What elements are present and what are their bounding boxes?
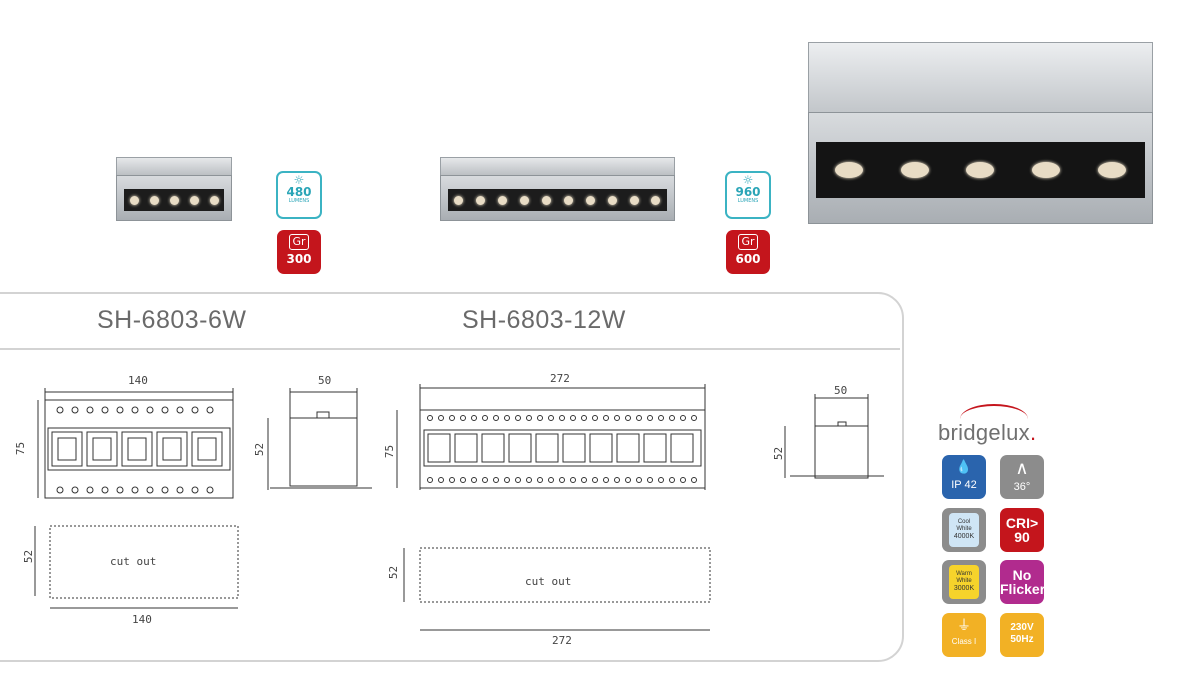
cutout-label-6w: cut out: [110, 555, 157, 568]
brand-logo: bridgelux.: [938, 420, 1037, 445]
no-flicker-icon: No Flicker: [1000, 560, 1045, 604]
dim-6w-side-width: 50: [318, 374, 332, 387]
side-view-6w: [267, 388, 372, 490]
ground-icon: ⏚: [957, 617, 971, 633]
ip-rating-icon: 💧 IP 42: [942, 455, 986, 499]
dim-6w-front-width: 140: [128, 374, 148, 387]
dim-6w-cutout-height: 52: [22, 549, 36, 564]
light-rays-icon: ☼: [293, 173, 305, 187]
lumens-badge-6w: ☼ 480 LUMENS: [276, 171, 322, 219]
side-view-12w: [784, 394, 884, 479]
front-view-12w: [396, 384, 706, 490]
product-photo-large: [808, 42, 1153, 226]
class-i-icon: ⏚ Class I: [942, 613, 986, 657]
water-drop-icon: 💧: [955, 459, 973, 474]
cutout-6w: [34, 525, 239, 609]
weight-badge-12w: Gr 600: [726, 230, 770, 274]
drawing-panel: [0, 292, 904, 662]
dim-6w-cutout-width: 140: [132, 613, 152, 626]
dim-12w-front-width: 272: [550, 372, 570, 385]
weight-icon: Gr: [289, 234, 309, 250]
dim-6w-front-height: 75: [14, 441, 28, 456]
lumens-badge-12w: ☼ 960 LUMENS: [725, 171, 771, 219]
technical-drawings: [34, 384, 884, 631]
dim-12w-side-height: 52: [772, 446, 786, 461]
model-title-6w: SH-6803-6W: [97, 306, 247, 334]
voltage-icon: 230V 50Hz: [1000, 613, 1044, 657]
dim-12w-cutout-width: 272: [552, 634, 572, 647]
product-photo-6w: [116, 157, 232, 221]
light-rays-icon: ☼: [742, 173, 754, 187]
product-photo-12w: [440, 157, 675, 221]
brand-arc-icon: [960, 404, 1028, 434]
cutout-12w: [403, 547, 711, 631]
weight-badge-6w: Gr 300: [277, 230, 321, 274]
cool-white-icon: Cool White 4000K: [942, 508, 986, 552]
beam-angle-icon: ∧ 36°: [1000, 455, 1044, 499]
cutout-label-12w: cut out: [525, 575, 572, 588]
dim-6w-side-height: 52: [253, 442, 267, 457]
front-view-6w: [37, 388, 234, 499]
cri-icon: CRI> 90: [1000, 508, 1044, 552]
model-title-12w: SH-6803-12W: [462, 306, 626, 334]
panel-divider: [0, 348, 900, 350]
dim-12w-cutout-height: 52: [387, 565, 401, 580]
dim-12w-side-width: 50: [834, 384, 848, 397]
weight-icon: Gr: [738, 234, 758, 250]
dim-12w-front-height: 75: [383, 444, 397, 459]
warm-white-icon: Warm White 3000K: [942, 560, 986, 604]
